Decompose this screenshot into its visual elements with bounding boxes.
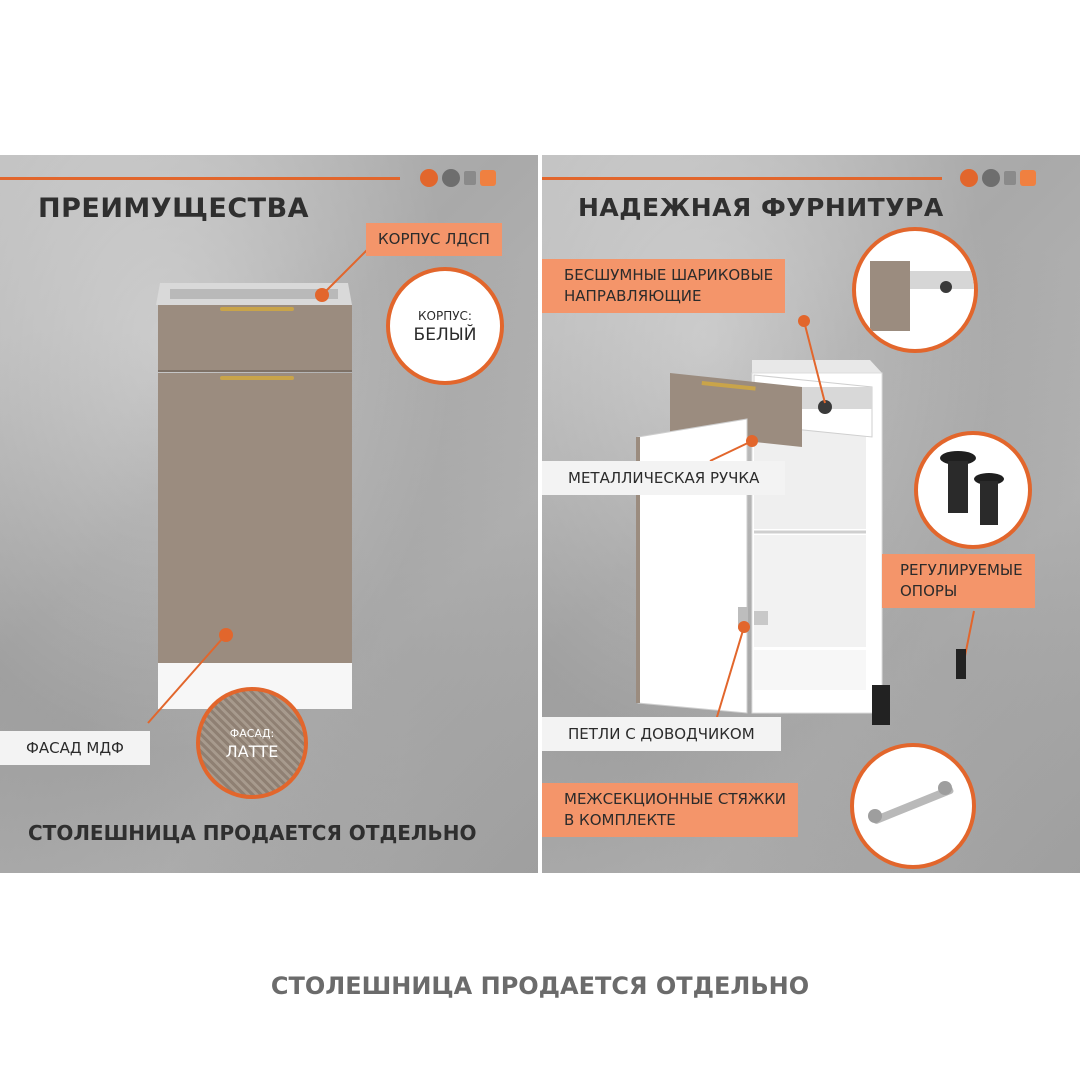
tag-adjustable-legs-line-1: РЕГУЛИРУЕМЫЕ [900, 561, 1023, 579]
front-color-caption: ФАСАД: [229, 727, 275, 740]
body-color-caption: КОРПУС: [418, 309, 472, 323]
body-color-value: БЕЛЫЙ [413, 325, 477, 345]
tie-head-left [868, 809, 882, 823]
front-color-value: ЛАТТЕ [225, 742, 279, 761]
tag-body-material: КОРПУС ЛДСП [366, 223, 502, 256]
shelf-icon [464, 171, 476, 185]
panel-divider [538, 155, 542, 873]
shelf-icon [1004, 171, 1016, 185]
hardware-panel: НАДЕЖНАЯ ФУРНИТУРА [542, 155, 1080, 873]
door-icon [442, 169, 460, 187]
accent-line [0, 177, 400, 180]
door-icon [982, 169, 1000, 187]
tag-metal-handle: МЕТАЛЛИЧЕСКАЯ РУЧКА [542, 461, 786, 495]
tag-ball-slides-line-2: НАПРАВЛЯЮЩИЕ [564, 287, 702, 305]
accent-line [542, 177, 942, 180]
front-color-swatch: ФАСАД: ЛАТТЕ [196, 687, 308, 799]
footer-caption: СТОЛЕШНИЦА ПРОДАЕТСЯ ОТДЕЛЬНО [270, 972, 810, 1000]
icon-strip [960, 169, 1036, 187]
tag-soft-close-hinges: ПЕТЛИ С ДОВОДЧИКОМ [542, 717, 781, 751]
tag-connecting-ties-line-2: В КОМПЛЕКТЕ [564, 811, 676, 829]
tag-connecting-ties: МЕЖСЕКЦИОННЫЕ СТЯЖКИ В КОМПЛЕКТЕ [542, 783, 798, 837]
countertop-note: СТОЛЕШНИЦА ПРОДАЕТСЯ ОТДЕЛЬНО [28, 821, 477, 845]
advantages-panel: ПРЕИМУЩЕСТВА КОРПУС ЛДСП КОРПУС: БЕЛЫЙ Ф… [0, 155, 538, 873]
tag-ball-slides-line-1: БЕСШУМНЫЕ ШАРИКОВЫЕ [564, 266, 774, 284]
slides-detail-screw [940, 281, 952, 293]
body-color-circle: КОРПУС: БЕЛЫЙ [386, 267, 504, 385]
slides-detail-rail [910, 271, 974, 289]
leg-body [948, 461, 968, 513]
cabinet-icon [960, 169, 978, 187]
panel-heading: ПРЕИМУЩЕСТВА [38, 193, 310, 224]
tag-adjustable-legs-line-2: ОПОРЫ [900, 582, 958, 600]
tag-connecting-ties-line-1: МЕЖСЕКЦИОННЫЕ СТЯЖКИ [564, 790, 786, 808]
panel-heading: НАДЕЖНАЯ ФУРНИТУРА [578, 193, 944, 222]
slides-detail-circle [852, 227, 978, 353]
cabinet-illustration [147, 246, 371, 724]
drawer-icon [480, 170, 496, 186]
slides-detail-front [870, 261, 910, 331]
legs-detail-circle [914, 431, 1032, 549]
ties-detail-circle [850, 743, 976, 869]
drawer-icon [1020, 170, 1036, 186]
tie-head-right [938, 781, 952, 795]
tag-front-material: ФАСАД МДФ [0, 731, 150, 765]
icon-strip [420, 169, 496, 187]
cabinet-icon [420, 169, 438, 187]
tag-adjustable-legs: РЕГУЛИРУЕМЫЕ ОПОРЫ [882, 554, 1035, 608]
tag-ball-slides: БЕСШУМНЫЕ ШАРИКОВЫЕ НАПРАВЛЯЮЩИЕ [542, 259, 786, 313]
leg-body-2 [980, 481, 998, 525]
